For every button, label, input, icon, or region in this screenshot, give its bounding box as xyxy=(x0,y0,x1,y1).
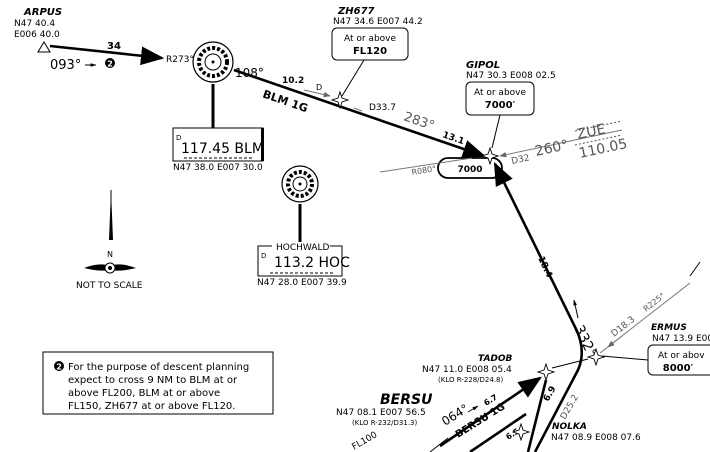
blm-coord: N47 38.0 E007 30.0 xyxy=(173,163,263,173)
not-to-scale-label: NOT TO SCALE xyxy=(76,281,143,291)
note-line-1: For the purpose of descent planning xyxy=(68,362,249,373)
arpus-name: ARPUS xyxy=(23,7,62,18)
gipol-holding-alt: 7000 xyxy=(457,165,482,175)
ermus-gipol-route xyxy=(493,161,584,452)
d183-arrow xyxy=(607,335,623,348)
arpus-fix: ARPUS N47 40.4 E006 40.0 xyxy=(14,7,62,53)
bersu-fix: BERSU N47 08.1 E007 56.5 (KLO R-232/D31.… xyxy=(336,392,433,427)
arpus-lon: E006 40.0 xyxy=(14,30,60,40)
blm-route-label: BLM 1G xyxy=(261,88,310,116)
arpus-lat: N47 40.4 xyxy=(14,19,55,29)
blm-freq-ident: 117.45 BLM xyxy=(181,141,264,157)
gipol-coord: N47 30.3 E008 02.5 xyxy=(466,71,556,81)
bersu-ref: (KLO R-232/D31.3) xyxy=(352,419,418,427)
blm-navaid-box: D 117.45 BLM xyxy=(172,127,264,162)
bersu-name: BERSU xyxy=(380,392,433,408)
dist-184-label: 18.4 xyxy=(535,255,553,279)
zue-ident: ZUE xyxy=(576,121,607,143)
ermus-coord: N47 13.9 E00 xyxy=(652,334,710,344)
note-line-2: expect to cross 9 NM to BLM at or xyxy=(68,375,238,386)
nolka-name: NOLKA xyxy=(552,422,587,432)
fl100-label: FL100 xyxy=(351,430,380,452)
note-marker-icon xyxy=(105,58,115,68)
hoc-freq-ident: 113.2 HOC xyxy=(274,255,350,271)
zue-radial xyxy=(499,129,623,158)
hoc-vor-icon xyxy=(281,165,319,203)
zh677-fix: ZH677 N47 34.6 E007 44.2 At or above FL1… xyxy=(330,6,423,110)
descent-note-box: 2 For the purpose of descent planning ex… xyxy=(42,351,274,415)
tadob-waypoint-icon xyxy=(536,362,556,382)
blm-vor-icon xyxy=(192,41,234,83)
zh677-coord: N47 34.6 E007 44.2 xyxy=(333,17,423,27)
arpus-course-label: 093° xyxy=(50,58,81,73)
tadob-ref: (KLO R-228/D24.8) xyxy=(438,376,504,384)
lower-leg xyxy=(469,412,527,452)
bersu-course-arrow xyxy=(467,405,479,413)
r273-label: R273° xyxy=(166,55,194,65)
note-box-marker-number: 2 xyxy=(56,363,62,372)
blm-dist-label: 10.2 xyxy=(282,76,304,86)
zh677-name: ZH677 xyxy=(337,6,375,17)
arpus-dist-label: 34 xyxy=(107,41,121,52)
arpus-leg xyxy=(49,44,165,66)
ermus-alt-line2: 8000′ xyxy=(663,363,694,374)
tadob-name: TADOB xyxy=(478,354,513,364)
zue-course-label: 260° xyxy=(534,137,570,160)
compass-rose-icon xyxy=(84,262,136,274)
nolka-coord: N47 08.9 E008 07.6 xyxy=(551,433,641,443)
gipol-fix: GIPOL N47 30.3 E008 02.5 At or above 700… xyxy=(465,60,556,149)
hoc-name: HOCHWALD xyxy=(276,243,329,253)
lower-waypoint-icon xyxy=(511,422,531,442)
zh677-alt-line2: FL120 xyxy=(353,46,387,57)
ermus-tadob-leg xyxy=(551,358,589,369)
tadob-coord: N47 11.0 E008 05.4 xyxy=(422,365,512,375)
north-label: N xyxy=(107,250,113,259)
gipol-alt-line1: At or above xyxy=(474,88,527,98)
ermus-alt-line1: At or abov xyxy=(658,351,705,361)
blm-distance-arrow xyxy=(303,89,331,98)
blm-letter: D xyxy=(176,134,181,142)
r080-label: R080° xyxy=(411,164,437,177)
ermus-name: ERMUS xyxy=(651,323,687,333)
map-edge-line xyxy=(689,261,701,277)
note-line-4: FL150, ZH677 at or above FL120. xyxy=(68,401,235,412)
ermus-fix: ERMUS N47 13.9 E00 At or abov 8000′ xyxy=(586,323,710,376)
note-box-marker-icon xyxy=(54,361,64,371)
hoc-coord: N47 28.0 E007 39.9 xyxy=(257,278,347,288)
arpus-triangle-icon xyxy=(37,41,51,53)
zue-navaid-label: ZUE 110.05 xyxy=(574,120,629,162)
gipol-alt-line2: 7000′ xyxy=(485,100,516,111)
zh677-alt-line1: At or above xyxy=(344,34,397,44)
note-marker-number: 2 xyxy=(107,60,113,69)
north-arrow-icon xyxy=(109,190,113,240)
r080-radial xyxy=(379,157,473,173)
bersu-1g-leg xyxy=(439,376,542,448)
gipol-waypoint-icon xyxy=(480,146,500,166)
fl100-leg xyxy=(429,437,449,452)
blm-course-label: 108° xyxy=(235,66,264,80)
nolka-fix: NOLKA N47 08.9 E008 07.6 xyxy=(551,422,641,443)
hoc-letter: D xyxy=(261,252,266,260)
ermus-waypoint-icon xyxy=(586,347,606,367)
bersu-coord: N47 08.1 E007 56.5 xyxy=(336,408,426,418)
d337-label: D33.7 xyxy=(369,103,396,113)
blm-1g-leg xyxy=(233,68,487,159)
gipol-holding-pattern: 7000 xyxy=(437,157,503,179)
hoc-navaid-box: HOCHWALD D 113.2 HOC xyxy=(257,243,350,277)
gipol-name: GIPOL xyxy=(466,60,500,71)
tadob-nolka-leg xyxy=(526,379,548,452)
note-line-3: above FL200, BLM at or above xyxy=(68,388,220,399)
d32-label: D32 xyxy=(511,153,531,167)
zh677-waypoint-icon xyxy=(330,90,350,110)
blm-d-label: D xyxy=(316,83,322,92)
course-332-arrow xyxy=(573,299,579,319)
